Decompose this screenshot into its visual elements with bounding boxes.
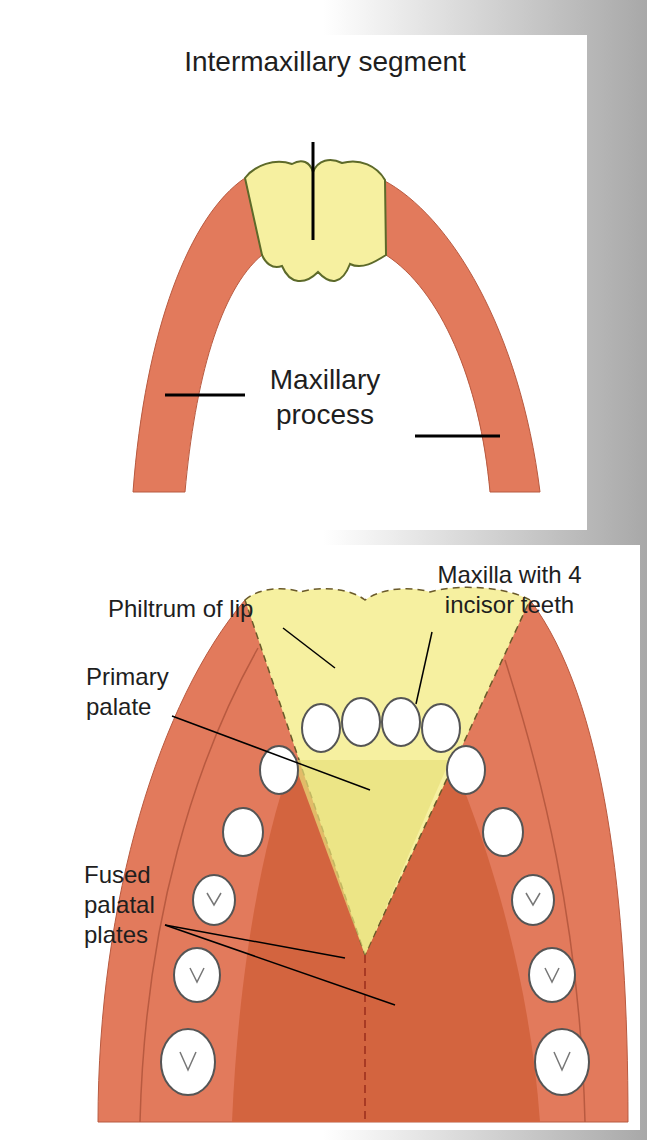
panel [95,35,587,530]
philtrum-primary-palate-shape [245,587,530,955]
leader-line [415,435,500,438]
structure-label: Fused palatal plates [84,860,176,950]
label-text: Maxilla with 4 incisor teeth [437,561,581,618]
panel [82,545,640,1130]
maxillary-process-left [133,178,262,492]
intermaxillary-segment-shape [245,160,386,281]
label-text: Philtrum of lip [108,595,253,622]
label-text: Fused palatal plates [84,861,155,948]
structure-label: Intermaxillary segment [150,44,500,79]
structure-label: Maxilla with 4 incisor teeth [412,560,607,620]
fusion-line [364,955,366,1120]
structure-label: Maxillary process [255,362,395,432]
structure-label: Philtrum of lip [108,594,298,624]
tooth-marks [180,893,570,1070]
leader-lines [165,628,432,1005]
maxillary-process-right [383,180,540,492]
primary-palate-area [293,760,450,955]
teeth [161,746,589,1095]
incisor-teeth [302,698,460,752]
label-text: Maxillary process [270,364,380,430]
palate-region [232,760,540,1122]
leader-line [312,142,315,240]
leader-line [165,394,245,397]
label-text: Intermaxillary segment [184,46,466,77]
structure-label: Primary palate [86,662,191,722]
label-text: Primary palate [86,663,169,720]
